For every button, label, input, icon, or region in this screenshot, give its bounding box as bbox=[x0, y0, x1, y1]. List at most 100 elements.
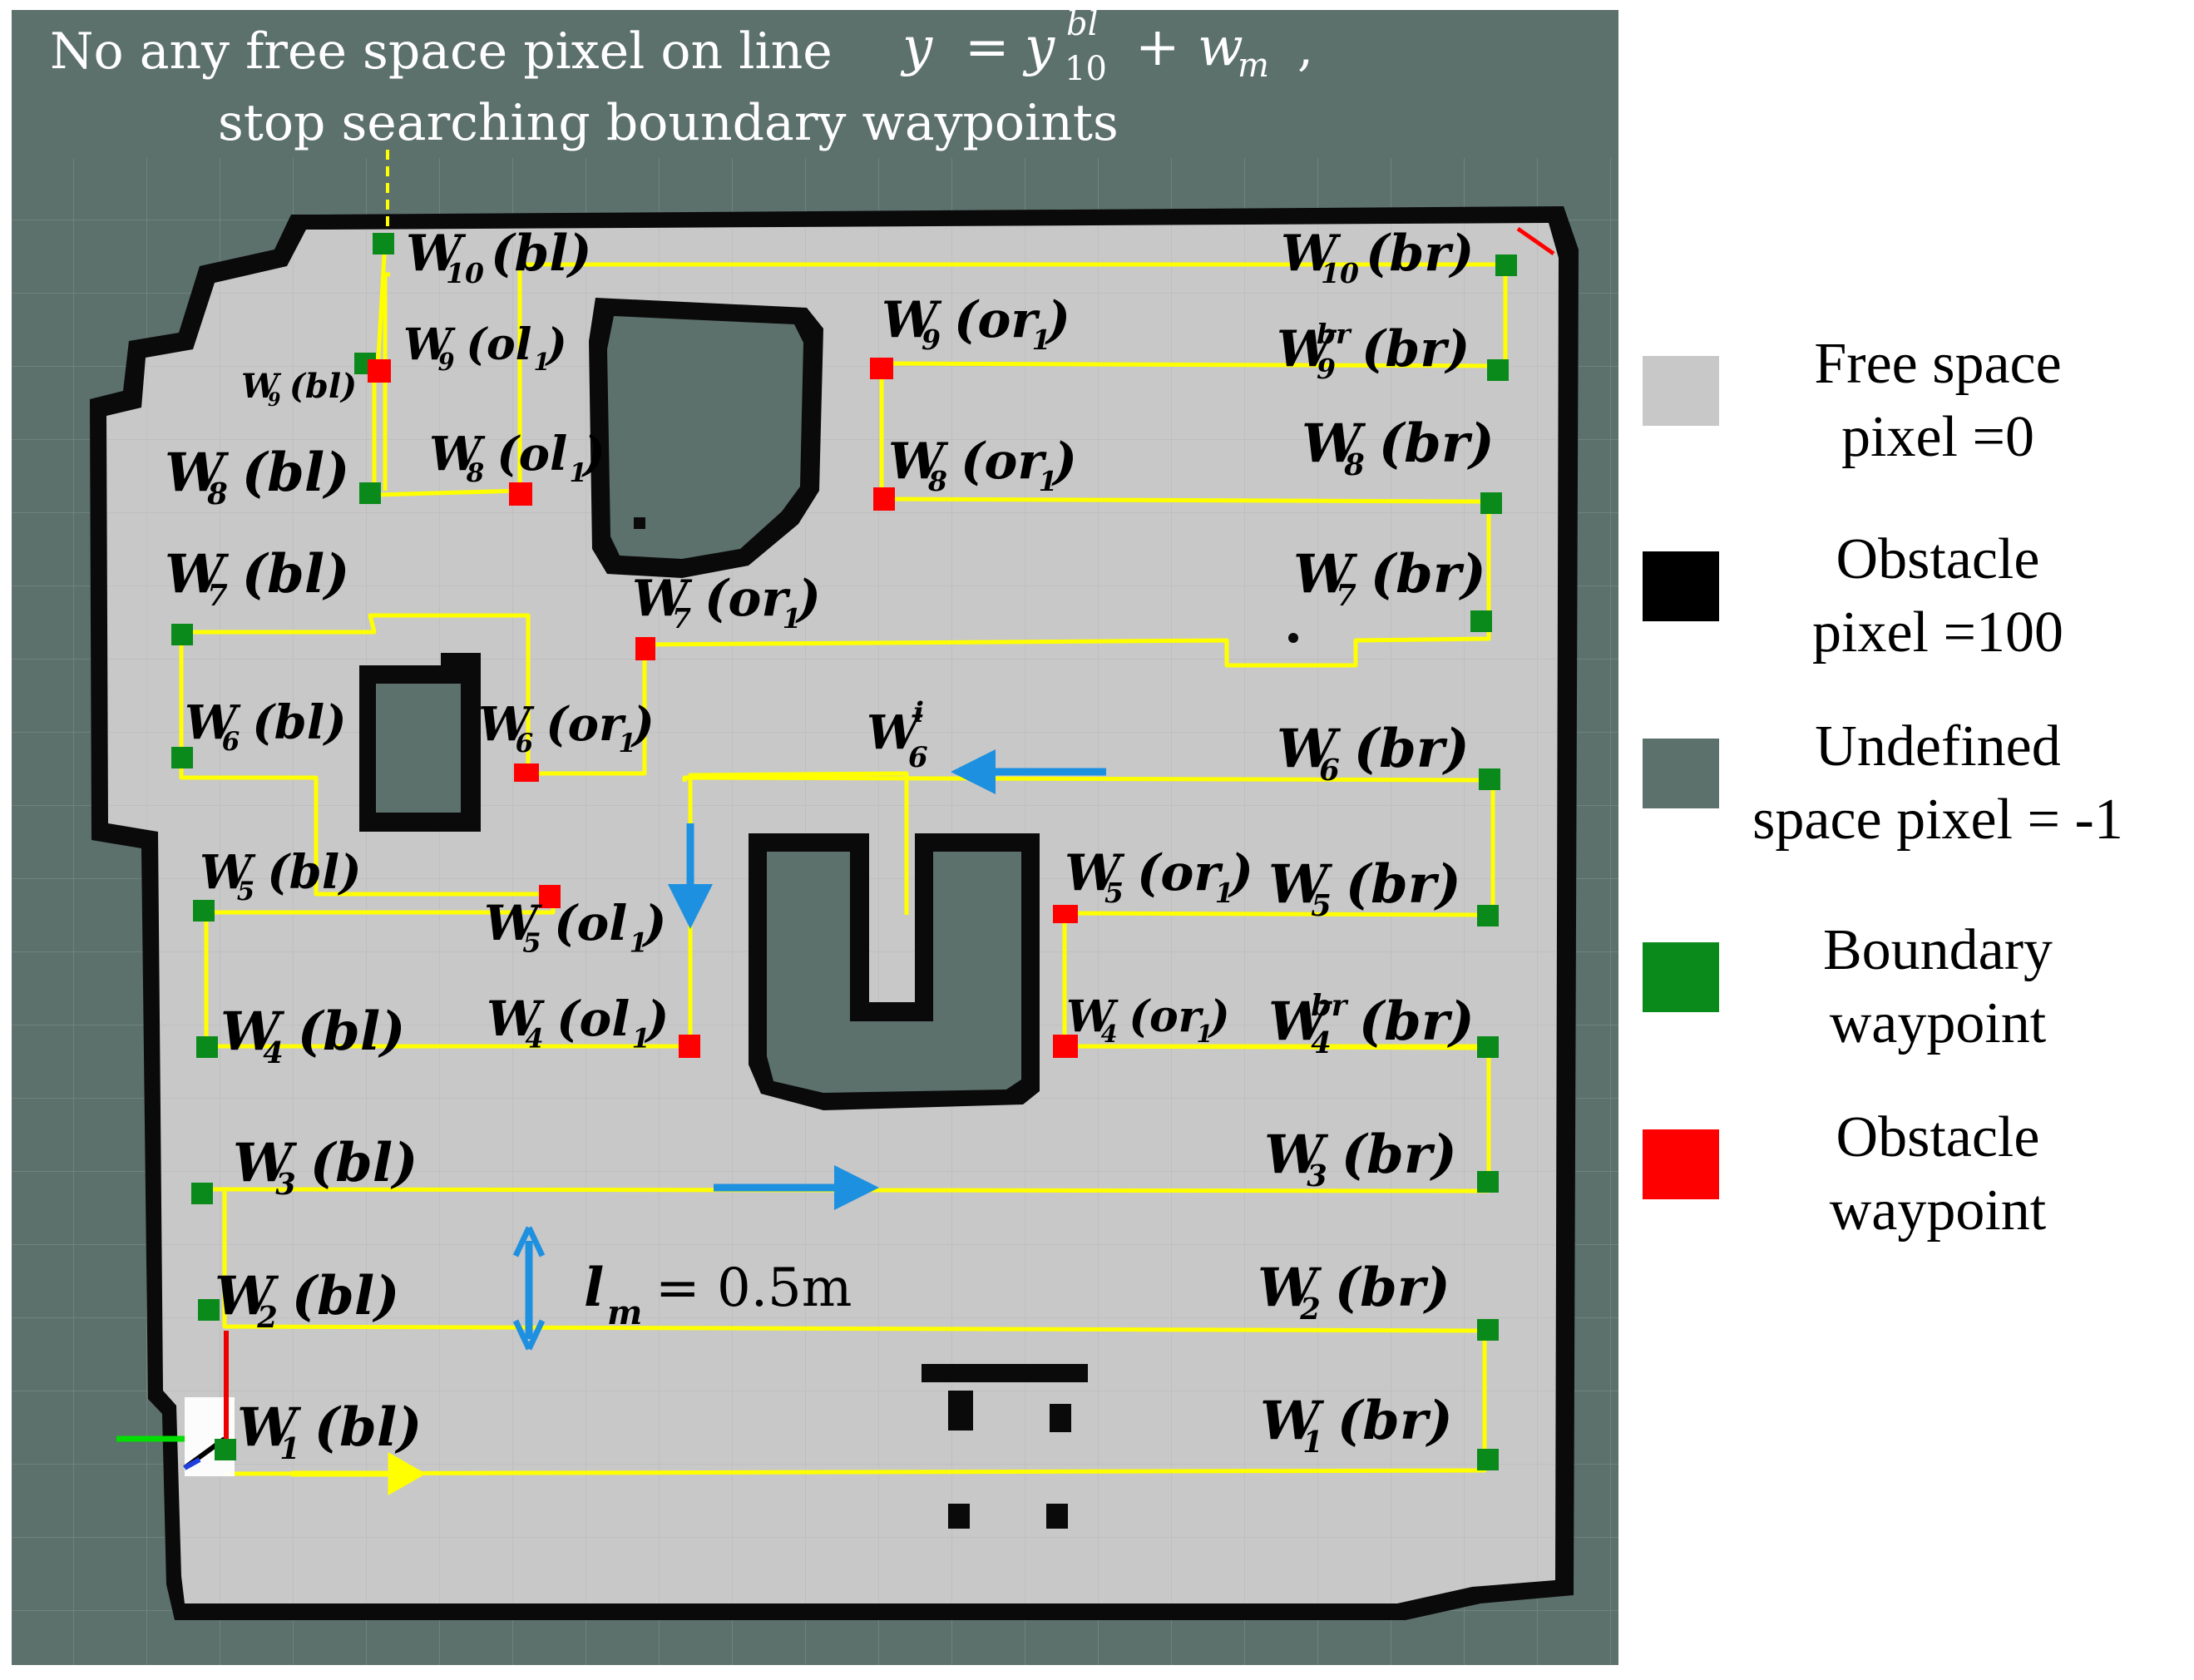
br-waypoint-label-sup: br bbox=[1317, 318, 1352, 350]
bl-waypoint-label-tag: (bl) bbox=[310, 1132, 418, 1194]
obstacle-waypoint-label-tag: (ol bbox=[554, 895, 627, 951]
svg-text:y: y bbox=[1022, 17, 1055, 78]
br-waypoint-label-tag: (br) bbox=[1337, 1390, 1453, 1452]
boundary-waypoint bbox=[191, 1183, 213, 1204]
obstacle-waypoint-label: W bbox=[632, 570, 693, 628]
intermediate-waypoint-sup: i bbox=[913, 696, 924, 729]
svg-text:y: y bbox=[900, 17, 933, 78]
obstacle-waypoint-label: W bbox=[882, 291, 942, 349]
bl-waypoint-label-sub: 8 bbox=[206, 477, 227, 511]
legend-line-1: Free space bbox=[1814, 332, 2061, 396]
obstacle-waypoint-label-tagsub: 1 bbox=[632, 1023, 650, 1055]
boundary-waypoint bbox=[1477, 1036, 1499, 1058]
obstacle-waypoint-label-tagsub: 1 bbox=[534, 348, 551, 376]
legend-line-1: Undefined bbox=[1815, 714, 2060, 778]
obstacle-waypoint-label-tag: (or bbox=[954, 291, 1040, 349]
legend-line-1: Boundary bbox=[1823, 918, 2053, 982]
obstacle-waypoint-label-close: ) bbox=[795, 570, 821, 628]
br-waypoint-label-sub: 1 bbox=[1302, 1426, 1322, 1460]
bl-waypoint-label-tag: (bl) bbox=[267, 845, 361, 900]
obstacle-waypoint-label-sub: 8 bbox=[927, 465, 947, 497]
obstacle-block bbox=[1046, 1504, 1068, 1529]
legend-swatch bbox=[1643, 942, 1719, 1012]
obstacle-waypoint-label-sub: 5 bbox=[522, 927, 541, 959]
obstacle-waypoint-label-close: ) bbox=[581, 427, 605, 482]
bl-waypoint-label: W bbox=[237, 1396, 302, 1459]
br-waypoint-label-sup: br bbox=[1311, 989, 1349, 1023]
obstacle-waypoint-label-close: ) bbox=[1208, 991, 1230, 1042]
br-waypoint-label-sub: 7 bbox=[1336, 579, 1356, 613]
obstacle-waypoint-label-sub: 9 bbox=[922, 324, 941, 356]
obstacle-waypoint-label-tag: (ol bbox=[466, 319, 531, 370]
obstacle-waypoint bbox=[870, 358, 893, 379]
obstacle-waypoint-label-close: ) bbox=[545, 319, 567, 370]
robot-start-icon bbox=[116, 1331, 235, 1476]
boundary-waypoints bbox=[171, 233, 1517, 1470]
br-waypoint-label-sub: 5 bbox=[1311, 889, 1331, 923]
boundary-waypoint bbox=[1470, 610, 1492, 632]
obstacle-waypoint-label-close: ) bbox=[1228, 844, 1253, 902]
bl-waypoint-label-sub: 7 bbox=[207, 579, 228, 613]
intermediate-waypoint-sub: 6 bbox=[908, 741, 928, 774]
br-waypoint-label: W bbox=[1260, 1390, 1325, 1452]
bl-waypoint-label-sub: 9 bbox=[268, 389, 280, 411]
bl-waypoint-label-tag: (bl) bbox=[491, 225, 592, 283]
header-line-2: stop searching boundary waypoints bbox=[218, 94, 1119, 152]
arrow-yellow-start-icon bbox=[291, 1451, 427, 1496]
obstacle-waypoint-label-tag: (ol bbox=[556, 991, 630, 1047]
obstacle-block bbox=[948, 1504, 970, 1529]
header-note: No any free space pixel on line y = y bl… bbox=[50, 5, 1313, 152]
corner-marker bbox=[1516, 226, 1555, 256]
obstacle-waypoint-label: W bbox=[487, 991, 545, 1047]
boundary-waypoint bbox=[1495, 254, 1517, 276]
legend-line-2: waypoint bbox=[1830, 1178, 2047, 1243]
bl-waypoint-label: W bbox=[200, 845, 256, 900]
legend-swatch bbox=[1643, 551, 1719, 621]
direction-arrows bbox=[525, 749, 1106, 1339]
boundary-waypoint bbox=[1479, 768, 1500, 790]
obstacle-waypoint-label-sub: 4 bbox=[1101, 1020, 1118, 1048]
bl-waypoint-label-sub: 10 bbox=[446, 257, 484, 289]
br-waypoint-label: W bbox=[1293, 543, 1358, 605]
obstacle-waypoint bbox=[1053, 1035, 1078, 1058]
obstacle-waypoint-label: W bbox=[429, 427, 486, 482]
svg-text:bl: bl bbox=[1066, 5, 1098, 43]
obstacle-waypoint-label-tag: (or bbox=[1137, 844, 1223, 902]
legend-swatch bbox=[1643, 356, 1719, 426]
legend-line-2: pixel =100 bbox=[1812, 600, 2063, 665]
obstacle-bar bbox=[922, 1364, 1088, 1382]
arrow-down-tip-icon bbox=[512, 1319, 546, 1351]
br-waypoint-label: W bbox=[1277, 718, 1342, 780]
obstacle-waypoint bbox=[679, 1035, 700, 1058]
legend-swatch bbox=[1643, 739, 1719, 808]
obstacle-waypoint-label-tagsub: 1 bbox=[783, 602, 802, 635]
obstacle-waypoint-label-sub: 8 bbox=[466, 458, 484, 488]
svg-text:10: 10 bbox=[1065, 50, 1107, 88]
boundary-waypoint bbox=[373, 233, 394, 254]
obstacle-waypoint bbox=[635, 637, 655, 660]
obstacle-waypoint bbox=[368, 359, 391, 383]
br-waypoint-label-sub: 10 bbox=[1321, 257, 1359, 289]
br-waypoint-label: W bbox=[1258, 1257, 1322, 1319]
bl-waypoint-label: W bbox=[165, 442, 230, 504]
br-waypoint-label-sub: 6 bbox=[1319, 754, 1339, 788]
bl-waypoint-label-tag: (bl) bbox=[298, 1001, 406, 1063]
obstacle-waypoint-label-tag: (or bbox=[1129, 991, 1203, 1042]
obstacle-waypoint-label-tagsub: 1 bbox=[630, 927, 648, 959]
boundary-waypoint bbox=[1477, 1171, 1499, 1193]
bl-waypoint-label: W bbox=[165, 543, 230, 605]
svg-text:= 0.5m: = 0.5m bbox=[655, 1258, 852, 1319]
boundary-waypoint bbox=[198, 1299, 220, 1321]
legend-swatch bbox=[1643, 1129, 1719, 1199]
obstacle-waypoint-label-tag: (or bbox=[546, 697, 626, 752]
obstacle-waypoint-label-close: ) bbox=[641, 895, 666, 951]
br-waypoint-label-tag: (br) bbox=[1371, 543, 1486, 605]
bl-waypoint-label-tag: (bl) bbox=[314, 1396, 422, 1459]
obstacle-waypoint bbox=[509, 482, 532, 506]
obstacle-waypoint-label: W bbox=[1066, 991, 1119, 1042]
boundary-waypoint bbox=[1480, 492, 1502, 514]
bl-waypoint-label-tag: (bl) bbox=[242, 442, 350, 504]
obstacle-waypoint-label-sub: 6 bbox=[516, 729, 533, 758]
svg-text:w: w bbox=[1198, 17, 1243, 78]
